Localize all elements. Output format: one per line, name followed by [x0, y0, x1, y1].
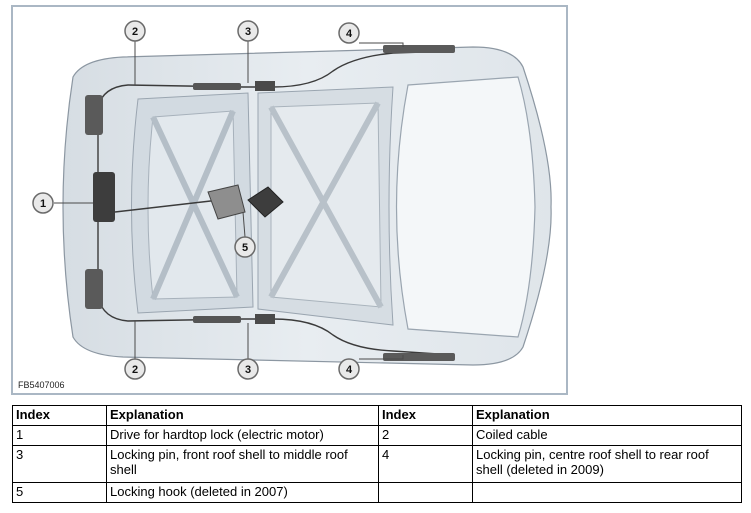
index-cell: 3 — [12, 445, 107, 483]
explanation-cell: Coiled cable — [472, 425, 742, 446]
locking-pin-top — [193, 83, 241, 90]
explanation-cell — [472, 482, 742, 503]
index-cell — [378, 482, 473, 503]
callout-4-top: 4 — [338, 22, 360, 44]
explanation-cell: Locking pin, front roof shell to middle … — [106, 445, 379, 483]
figure-id: FB5407006 — [18, 380, 65, 390]
coiled-cable-bottom — [97, 296, 454, 356]
callout-3-top: 3 — [237, 20, 259, 42]
index-table: Index Explanation Index Explanation 1 Dr… — [12, 405, 742, 503]
header-explanation-2: Explanation — [472, 405, 742, 426]
header-explanation-1: Explanation — [106, 405, 379, 426]
locking-pin-bottom — [193, 316, 241, 323]
index-cell: 4 — [378, 445, 473, 483]
rear-window — [395, 76, 536, 338]
callout-2-bottom: 2 — [124, 358, 146, 380]
svg-text:4: 4 — [346, 28, 353, 40]
table-row: 3 Locking pin, front roof shell to middl… — [12, 445, 742, 483]
explanation-cell: Locking pin, centre roof shell to rear r… — [472, 445, 742, 483]
index-cell: 2 — [378, 425, 473, 446]
table-row: 5 Locking hook (deleted in 2007) — [12, 482, 742, 503]
rear-locking-pin-bottom — [383, 353, 455, 361]
explanation-cell: Locking hook (deleted in 2007) — [106, 482, 379, 503]
svg-text:5: 5 — [242, 242, 248, 254]
roof-diagram-figure: 1 2 3 4 5 2 3 4 FB5407006 — [11, 5, 568, 395]
index-cell: 1 — [12, 425, 107, 446]
rear-locking-pin-top — [383, 45, 455, 53]
svg-text:3: 3 — [245, 364, 251, 376]
explanation-cell: Drive for hardtop lock (electric motor) — [106, 425, 379, 446]
svg-text:4: 4 — [346, 364, 353, 376]
callout-3-bottom: 3 — [237, 358, 259, 380]
callout-5: 5 — [234, 236, 256, 258]
svg-text:2: 2 — [132, 364, 138, 376]
header-index-2: Index — [378, 405, 473, 426]
svg-text:2: 2 — [132, 26, 138, 38]
table-header-row: Index Explanation Index Explanation — [12, 405, 742, 426]
callout-1: 1 — [32, 192, 54, 214]
index-cell: 5 — [12, 482, 107, 503]
callout-2-top: 2 — [124, 20, 146, 42]
table-row: 1 Drive for hardtop lock (electric motor… — [12, 425, 742, 446]
header-index-1: Index — [12, 405, 107, 426]
coiled-cable-top — [97, 50, 454, 108]
svg-text:3: 3 — [245, 26, 251, 38]
drive-motor — [93, 172, 115, 222]
callout-4-bottom: 4 — [338, 358, 360, 380]
locking-hook — [207, 184, 246, 220]
hardtop-roof-illustration: 1 2 3 4 5 2 3 4 FB5407006 — [18, 20, 552, 390]
svg-text:1: 1 — [40, 198, 46, 210]
